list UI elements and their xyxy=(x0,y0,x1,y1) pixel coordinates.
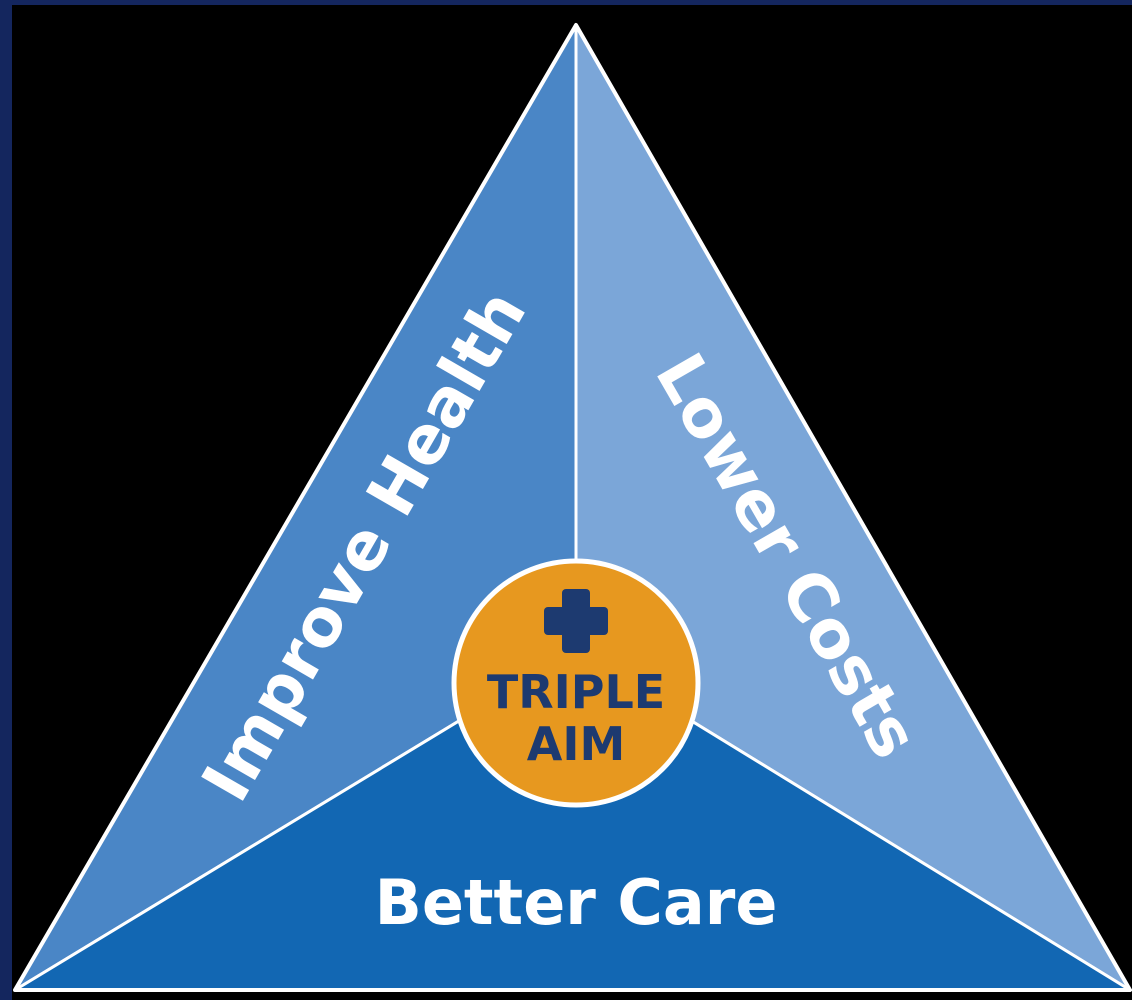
frame-left xyxy=(0,0,12,1000)
medical-cross-icon xyxy=(544,589,608,653)
aim-label: AIM xyxy=(527,717,626,771)
triangle-outline xyxy=(13,23,1132,992)
better-care-label: Better Care xyxy=(375,866,778,939)
frame-top xyxy=(0,0,1132,5)
triple-label: TRIPLE xyxy=(487,665,665,719)
triple-aim-badge xyxy=(451,558,701,808)
